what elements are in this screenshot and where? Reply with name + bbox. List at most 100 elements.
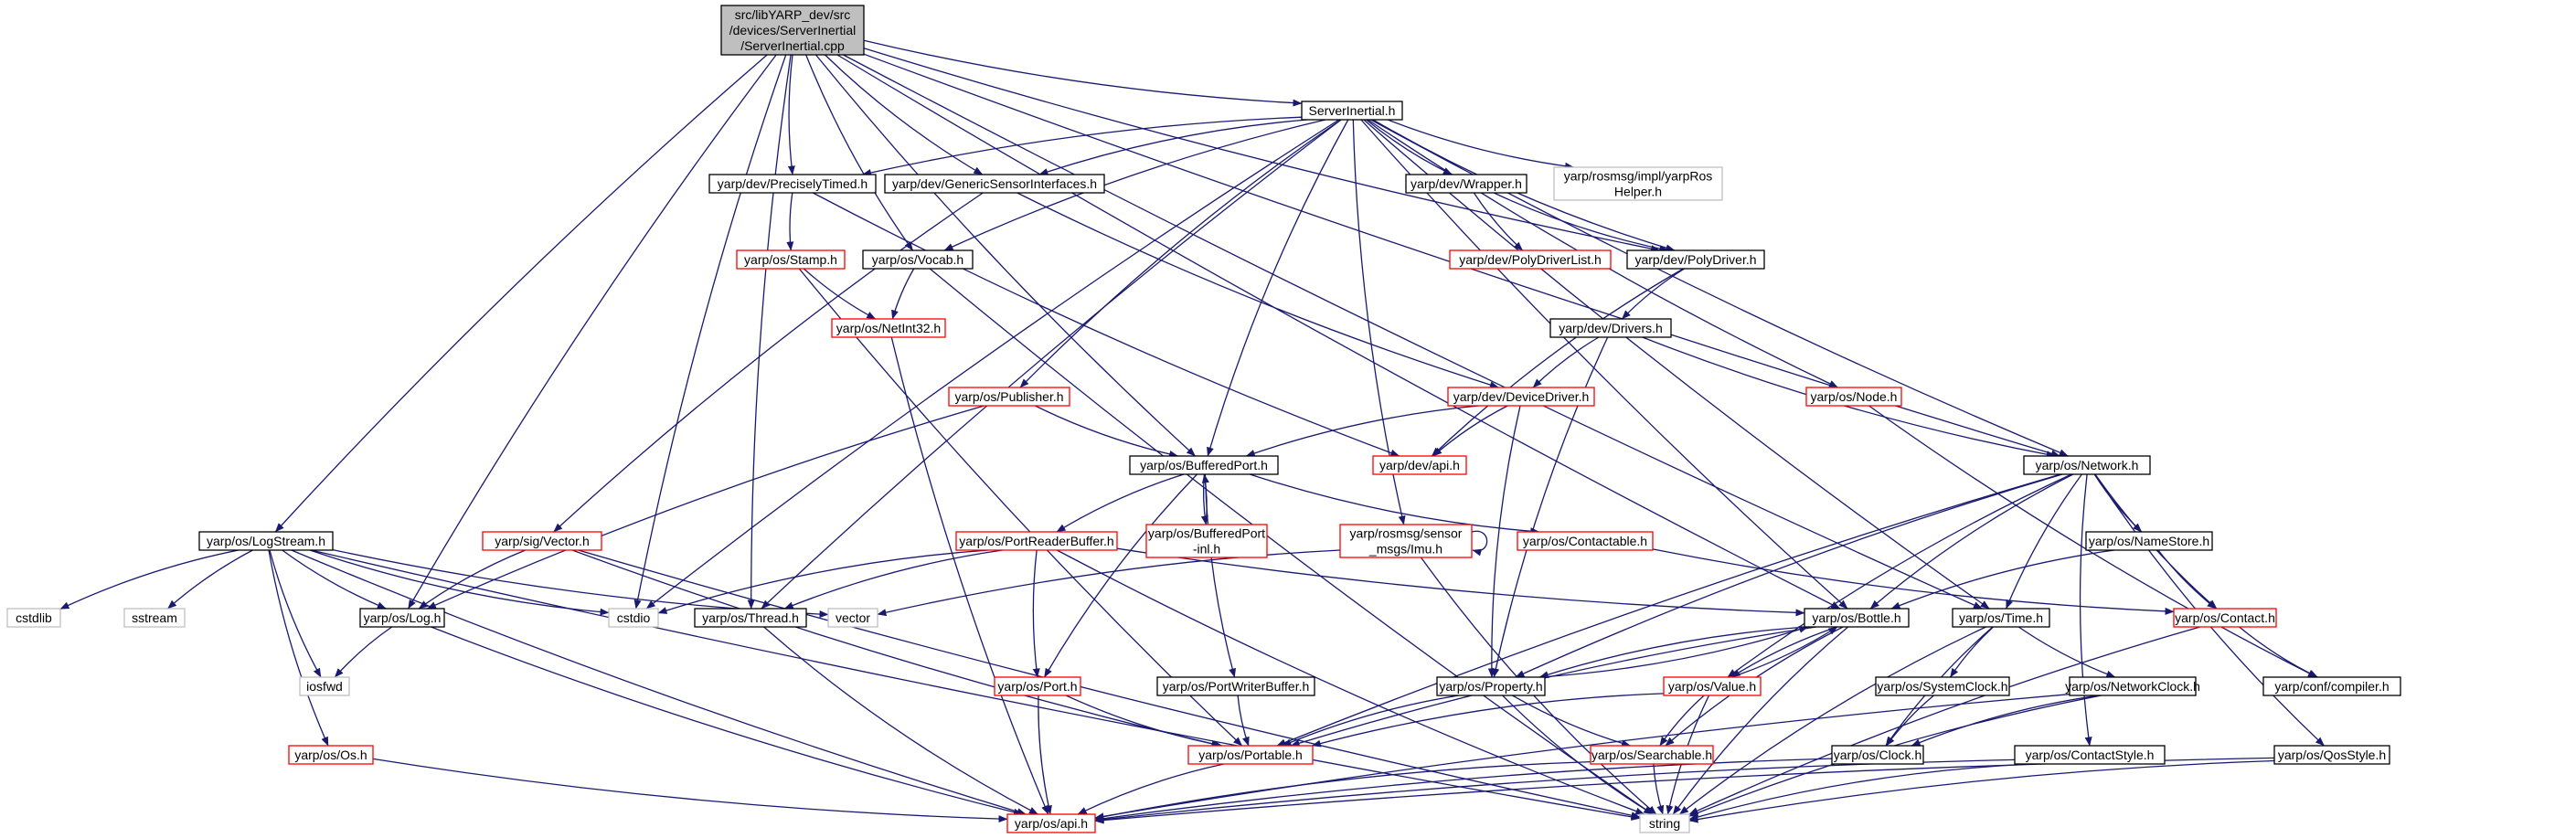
edge-contactstyle-to-string <box>1688 763 2034 821</box>
node-label: /devices/ServerInertial <box>729 23 857 37</box>
edge-polydriver-to-drivers <box>1621 268 1685 320</box>
node-preciselytimed[interactable]: yarp/dev/PreciselyTimed.h <box>708 174 877 194</box>
node-label: string <box>1649 816 1680 831</box>
node-value[interactable]: yarp/os/Value.h <box>1663 676 1762 696</box>
node-box <box>720 5 865 56</box>
node-label: sstream <box>132 610 177 625</box>
edge-searchable-to-string <box>1653 763 1665 815</box>
node-box <box>2273 745 2390 765</box>
node-cstdio[interactable]: cstdio <box>608 608 659 628</box>
node-label: vector <box>836 610 870 625</box>
node-portreaderbuffer[interactable]: yarp/os/PortReaderBuffer.h <box>955 531 1118 551</box>
node-osapi[interactable]: yarp/os/api.h <box>1006 813 1096 833</box>
node-label: _msgs/Imu.h <box>1368 542 1442 557</box>
node-devapi[interactable]: yarp/dev/api.h <box>1372 455 1467 475</box>
node-box <box>359 608 445 628</box>
node-box <box>1129 455 1279 475</box>
node-string[interactable]: string <box>1639 813 1690 833</box>
node-cstdlib[interactable]: cstdlib <box>6 608 61 628</box>
node-label: yarp/os/QosStyle.h <box>2278 748 2386 762</box>
edge-network-to-contactstyle <box>2079 473 2092 747</box>
node-searchable[interactable]: yarp/os/Searchable.h <box>1590 745 1714 765</box>
node-bufferedportinl[interactable]: yarp/os/BufferedPort-inl.h <box>1145 524 1268 558</box>
node-namestore[interactable]: yarp/os/NameStore.h <box>2085 531 2213 551</box>
edge-serverinertial-to-genericsensor <box>1038 119 1308 175</box>
node-bufferedport[interactable]: yarp/os/BufferedPort.h <box>1129 455 1279 475</box>
node-publisher[interactable]: yarp/os/Publisher.h <box>948 387 1070 407</box>
node-sstream[interactable]: sstream <box>123 608 186 628</box>
edge-time-to-networkclock <box>2017 626 2116 678</box>
node-qosstyle[interactable]: yarp/os/QosStyle.h <box>2273 745 2390 765</box>
node-root[interactable]: src/libYARP_dev/src/devices/ServerInerti… <box>720 5 865 56</box>
node-label: yarp/os/NetworkClock.h <box>2065 679 2200 694</box>
edge-namestore-to-contact <box>2157 549 2217 610</box>
edge-sigvector-to-string <box>578 549 1641 820</box>
node-box <box>1875 676 2010 696</box>
node-label: yarp/os/Stamp.h <box>744 252 837 267</box>
node-iosfwd[interactable]: iosfwd <box>299 676 350 696</box>
node-stamp[interactable]: yarp/os/Stamp.h <box>736 249 846 270</box>
node-box <box>1663 676 1762 696</box>
node-property[interactable]: yarp/os/Property.h <box>1436 676 1546 696</box>
node-polydriver[interactable]: yarp/dev/PolyDriver.h <box>1626 249 1765 270</box>
node-devicedriver[interactable]: yarp/dev/DeviceDriver.h <box>1447 387 1595 407</box>
node-os[interactable]: yarp/os/Os.h <box>288 745 374 765</box>
edge-network-to-property <box>1515 473 2063 678</box>
node-genericsensor[interactable]: yarp/dev/GenericSensorInterfaces.h <box>884 174 1105 194</box>
node-portwriterbuffer[interactable]: yarp/os/PortWriterBuffer.h <box>1156 676 1315 696</box>
node-wrapper[interactable]: yarp/dev/Wrapper.h <box>1405 174 1528 194</box>
node-time[interactable]: yarp/os/Time.h <box>1952 608 2050 628</box>
edge-serverinertial-to-wrapper <box>1366 119 1453 175</box>
node-serverinertial[interactable]: ServerInertial.h <box>1301 101 1403 121</box>
node-compiler[interactable]: yarp/conf/compiler.h <box>2262 676 2401 696</box>
node-box <box>827 608 878 628</box>
node-contact[interactable]: yarp/os/Contact.h <box>2173 608 2277 628</box>
node-contactstyle[interactable]: yarp/os/ContactStyle.h <box>2014 745 2166 765</box>
node-label: yarp/os/Contactable.h <box>1523 534 1647 548</box>
node-vector[interactable]: vector <box>827 608 878 628</box>
node-box <box>1952 608 2050 628</box>
node-box <box>1517 531 1654 551</box>
edge-portwriterbuffer-to-portable <box>1237 695 1250 747</box>
node-bottle[interactable]: yarp/os/Bottle.h <box>1804 608 1910 628</box>
node-logstream[interactable]: yarp/os/LogStream.h <box>198 531 334 551</box>
node-box <box>1449 249 1612 270</box>
node-drivers[interactable]: yarp/dev/Drivers.h <box>1549 318 1672 338</box>
node-imu[interactable]: yarp/rosmsg/sensor_msgs/Imu.h <box>1339 524 1473 558</box>
node-label: yarp/dev/Drivers.h <box>1559 321 1663 335</box>
edge-devicedriver-to-property <box>1487 405 1521 678</box>
node-box <box>1339 524 1473 558</box>
edge-portable-to-osapi <box>1077 763 1225 815</box>
node-box <box>2085 531 2213 551</box>
node-network[interactable]: yarp/os/Network.h <box>2023 455 2151 475</box>
edge-serverinertial-to-rosmsghelper <box>1387 119 1575 170</box>
node-sigvector[interactable]: yarp/sig/Vector.h <box>482 531 602 551</box>
node-node[interactable]: yarp/os/Node.h <box>1805 387 1902 407</box>
node-log[interactable]: yarp/os/Log.h <box>359 608 445 628</box>
node-portable[interactable]: yarp/os/Portable.h <box>1187 745 1314 765</box>
edge-network-to-value <box>1727 473 2072 678</box>
node-systemclock[interactable]: yarp/os/SystemClock.h <box>1875 676 2010 696</box>
node-box <box>884 174 1105 194</box>
node-label: yarp/os/Portable.h <box>1198 748 1303 762</box>
edge-portreaderbuffer-to-cstdio <box>657 549 989 614</box>
node-polydriverlist[interactable]: yarp/dev/PolyDriverList.h <box>1449 249 1612 270</box>
node-contactable[interactable]: yarp/os/Contactable.h <box>1517 531 1654 551</box>
node-label: -inl.h <box>1193 542 1220 557</box>
node-label: yarp/os/Clock.h <box>1834 748 1921 762</box>
node-thread[interactable]: yarp/os/Thread.h <box>694 608 807 628</box>
node-clock[interactable]: yarp/os/Clock.h <box>1831 745 1924 765</box>
node-netint32[interactable]: yarp/os/NetInt32.h <box>831 318 946 338</box>
node-port[interactable]: yarp/os/Port.h <box>994 676 1081 696</box>
edge-logstream-to-cstdlib <box>59 549 239 610</box>
node-vocab[interactable]: yarp/os/Vocab.h <box>862 249 974 270</box>
edge-stamp-to-portable <box>798 268 1243 747</box>
edge-property-to-bottle <box>1539 626 1809 678</box>
edge-namestore-to-bottle <box>1890 549 2114 610</box>
node-networkclock[interactable]: yarp/os/NetworkClock.h <box>2065 676 2200 696</box>
edge-logstream-to-cstdio <box>309 549 610 616</box>
node-label: /ServerInertial.cpp <box>740 38 845 53</box>
node-label: yarp/os/Node.h <box>1811 389 1898 404</box>
node-box <box>1145 524 1268 558</box>
